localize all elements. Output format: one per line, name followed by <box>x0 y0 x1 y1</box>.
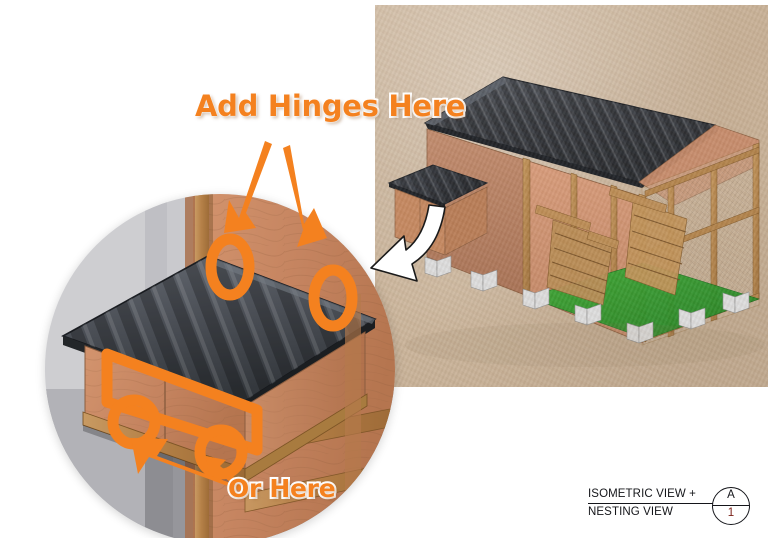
nesting-box-detail-illustration <box>45 194 395 538</box>
nesting-box-detail-inset <box>45 194 395 538</box>
or-here-label: Or Here <box>226 472 338 505</box>
sheet-number: 1 <box>727 507 735 519</box>
hinge-marker-top-right <box>308 264 358 332</box>
title-block-line1: ISOMETRIC VIEW + <box>588 488 696 500</box>
coop-isometric-illustration <box>387 76 765 367</box>
add-hinges-label: Add Hinges Here <box>193 87 467 125</box>
sheet-letter: A <box>727 489 735 501</box>
title-block: ISOMETRIC VIEW + NESTING VIEW A 1 <box>588 487 758 531</box>
orange-arrow-lower-right <box>206 456 250 494</box>
ramp <box>624 200 688 296</box>
title-block-rule <box>588 503 736 504</box>
title-block-line2: NESTING VIEW <box>588 506 673 518</box>
badge-divider <box>713 505 749 506</box>
hinge-marker-top-left <box>205 233 255 301</box>
sheet-reference-badge: A 1 <box>712 487 750 525</box>
title-block-text: ISOMETRIC VIEW + NESTING VIEW <box>588 487 706 520</box>
isometric-render-panel <box>375 5 768 387</box>
hinge-zone-outline <box>101 348 263 456</box>
